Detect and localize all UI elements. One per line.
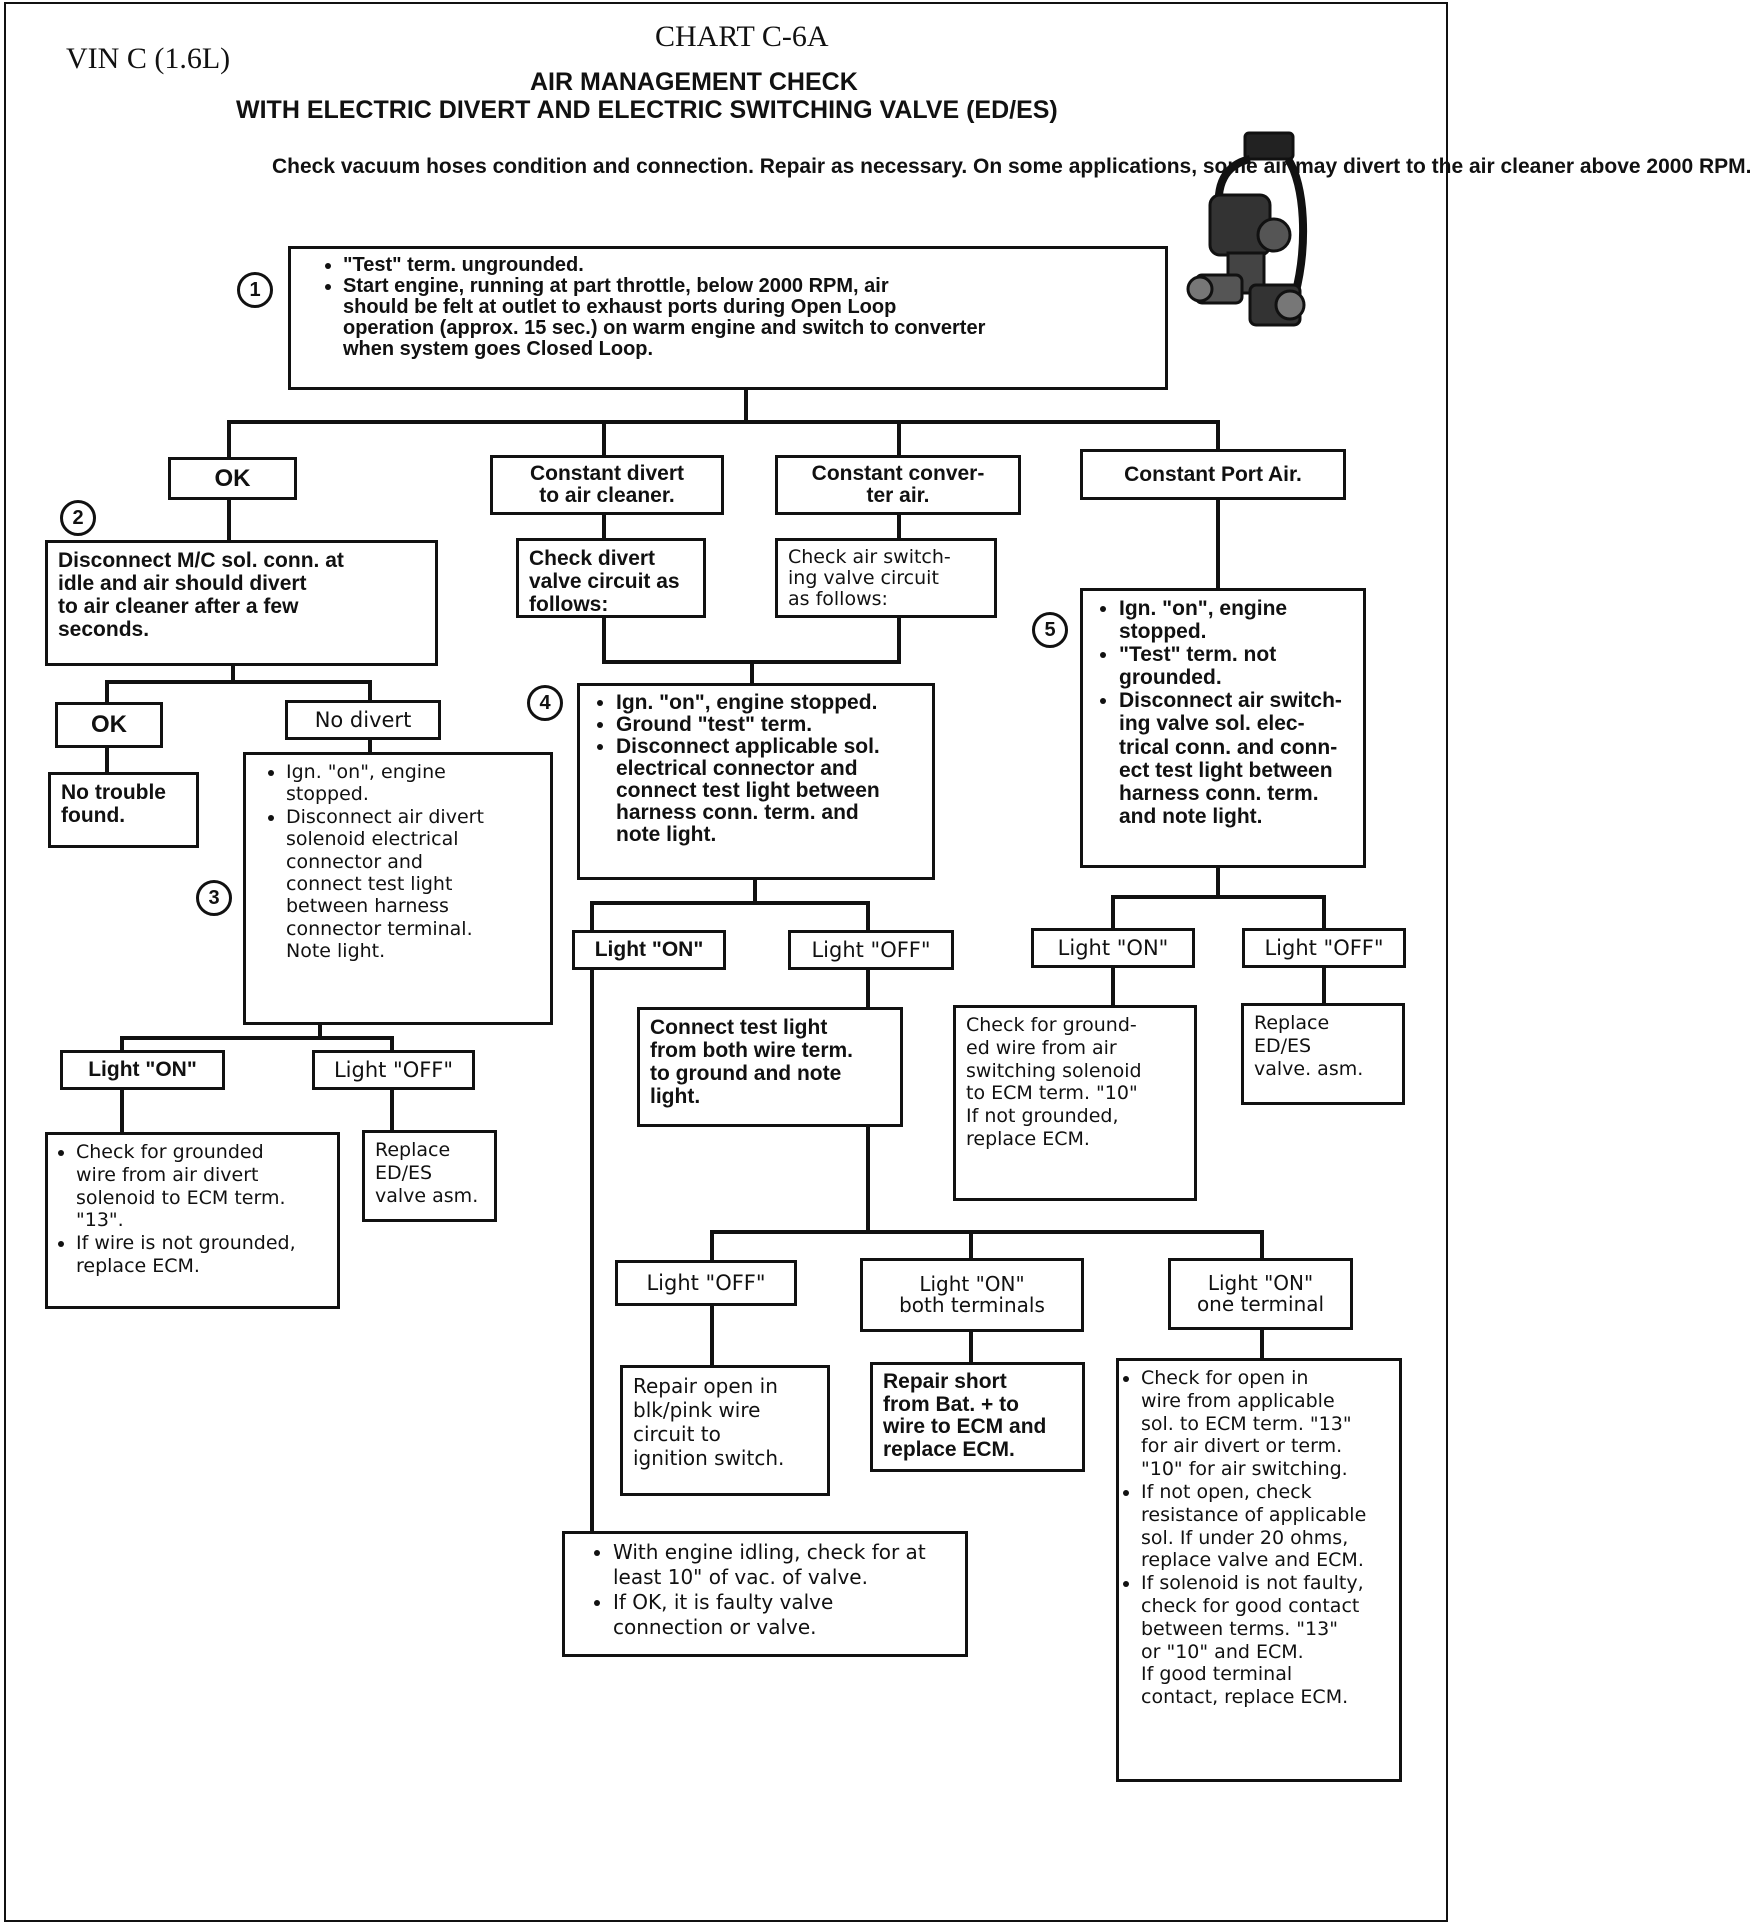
step5-item-2: "Test" term. not grounded. <box>1119 643 1353 689</box>
step4-item-3: Disconnect applicable sol. electrical co… <box>616 736 922 846</box>
step3-instructions-box: Ign. "on", engine stopped. Disconnect ai… <box>243 752 553 1025</box>
light-on-mid: Light "ON" <box>572 930 726 970</box>
light-on-right: Light "ON" <box>1031 928 1195 968</box>
light-off-left: Light "OFF" <box>312 1050 475 1090</box>
chart-id: CHART C-6A <box>655 20 829 53</box>
repair-open-box: Repair open in blk/pink wire circuit to … <box>620 1365 830 1496</box>
step5-item-3: Disconnect air switch- ing valve sol. el… <box>1119 689 1353 828</box>
no-trouble-box: No trouble found. <box>48 772 199 848</box>
start-item-2: Start engine, running at part throttle, … <box>343 276 1155 360</box>
check-grounded-right-box: Check for ground- ed wire from air switc… <box>953 1005 1197 1201</box>
light-on-both-terminals: Light "ON" both terminals <box>860 1258 1084 1332</box>
engine-idle-vacuum-box: With engine idling, check for at least 1… <box>562 1531 968 1657</box>
connect-test-light-box: Connect test light from both wire term. … <box>637 1007 903 1127</box>
check-grounded-left-box: Check for grounded wire from air divert … <box>45 1132 340 1309</box>
step-marker-4: 4 <box>527 685 563 721</box>
connector-merge-checks <box>602 616 901 664</box>
step4-item-1: Ign. "on", engine stopped. <box>616 691 922 714</box>
replace-valve-right-box: Replace ED/ES valve. asm. <box>1241 1003 1405 1105</box>
step-marker-5: 5 <box>1032 612 1068 648</box>
step4-item-2: Ground "test" term. <box>616 713 922 736</box>
check-open-item-3: If solenoid is not faulty, check for goo… <box>1141 1572 1389 1709</box>
check-grounded-left-item-1: Check for grounded wire from air divert … <box>76 1141 327 1232</box>
chart-title: AIR MANAGEMENT CHECK <box>530 68 858 96</box>
vin-label: VIN C (1.6L) <box>66 42 231 75</box>
step3-item-2: Disconnect air divert solenoid electrica… <box>286 806 540 963</box>
diagnostic-chart-page: VIN C (1.6L) CHART C-6A AIR MANAGEMENT C… <box>0 0 1456 1928</box>
constant-port-air-result: Constant Port Air. <box>1080 449 1346 500</box>
start-item-1: "Test" term. ungrounded. <box>343 255 1155 276</box>
page-border <box>4 2 1448 1922</box>
flowchart-connectors <box>105 388 1326 1552</box>
intro-note: Check vacuum hoses condition and connect… <box>272 155 1751 178</box>
step-marker-2: 2 <box>60 500 96 536</box>
check-divert-box: Check divert valve circuit as follows: <box>516 538 706 618</box>
start-test-box: "Test" term. ungrounded. Start engine, r… <box>288 246 1168 390</box>
ed-es-valve-icon <box>1186 131 1308 327</box>
repair-short-box: Repair short from Bat. + to wire to ECM … <box>870 1362 1085 1472</box>
check-switching-box: Check air switch- ing valve circuit as f… <box>775 538 997 618</box>
light-on-left: Light "ON" <box>60 1050 225 1090</box>
step-marker-1: 1 <box>237 272 273 308</box>
check-open-item-1: Check for open in wire from applicable s… <box>1141 1367 1389 1481</box>
step5-item-1: Ign. "on", engine stopped. <box>1119 597 1353 643</box>
check-open-item-2: If not open, check resistance of applica… <box>1141 1481 1389 1572</box>
light-off-right: Light "OFF" <box>1242 928 1406 968</box>
check-open-box: Check for open in wire from applicable s… <box>1116 1358 1402 1782</box>
light-on-one-terminal: Light "ON" one terminal <box>1168 1258 1353 1330</box>
chart-subtitle: WITH ELECTRIC DIVERT AND ELECTRIC SWITCH… <box>236 96 1058 124</box>
constant-converter-result: Constant conver- ter air. <box>775 455 1021 515</box>
step3-item-1: Ign. "on", engine stopped. <box>286 761 540 806</box>
step-marker-3: 3 <box>196 880 232 916</box>
engine-idle-item-1: With engine idling, check for at least 1… <box>613 1540 955 1590</box>
light-off-mid: Light "OFF" <box>788 930 954 970</box>
ok-result-2: OK <box>55 702 163 748</box>
engine-idle-item-2: If OK, it is faulty valve connection or … <box>613 1590 955 1640</box>
step5-instructions-box: Ign. "on", engine stopped. "Test" term. … <box>1080 588 1366 868</box>
no-divert-result: No divert <box>285 700 441 740</box>
replace-valve-left-box: Replace ED/ES valve asm. <box>362 1130 497 1222</box>
constant-divert-result: Constant divert to air cleaner. <box>490 455 724 515</box>
disconnect-mc-box: Disconnect M/C sol. conn. at idle and ai… <box>45 540 438 666</box>
step4-instructions-box: Ign. "on", engine stopped. Ground "test"… <box>577 683 935 880</box>
light-off-low: Light "OFF" <box>615 1260 797 1306</box>
check-grounded-left-item-2: If wire is not grounded, replace ECM. <box>76 1232 327 1278</box>
ok-result: OK <box>168 457 297 500</box>
